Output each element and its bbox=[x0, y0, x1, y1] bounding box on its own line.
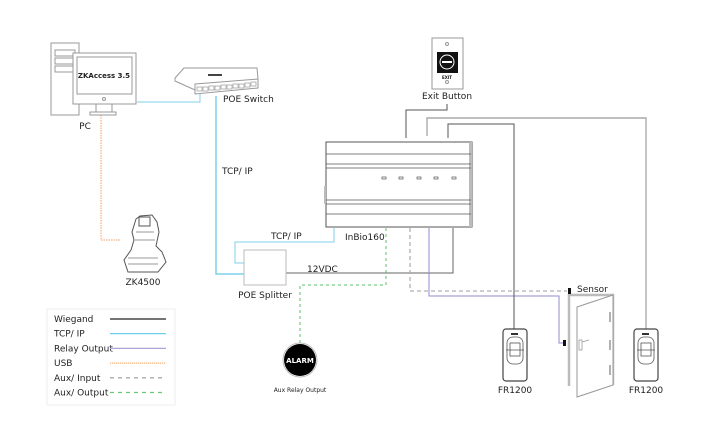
tcp-line-splitter-controller bbox=[234, 228, 335, 264]
tcp-ip-label-2: TCP/ IP bbox=[270, 232, 302, 242]
alarm-device: ALARM bbox=[282, 342, 318, 378]
usb-line bbox=[100, 115, 121, 241]
legend-label: USB bbox=[54, 359, 72, 369]
reader-left-device bbox=[502, 328, 528, 382]
relay-output-line bbox=[428, 228, 564, 344]
legend-label: Aux/ Input bbox=[54, 374, 101, 384]
pc-device: ZKAccess 3.5 bbox=[50, 42, 137, 116]
controller-device bbox=[324, 141, 473, 228]
legend-label: Aux/ Output bbox=[54, 389, 109, 399]
legend-label: Relay Output bbox=[54, 344, 113, 354]
reader-left-label: FR1200 bbox=[498, 386, 533, 396]
legend-label: Wiegand bbox=[54, 315, 93, 325]
reader-right-label: FR1200 bbox=[629, 386, 664, 396]
exit-plate-text: EXIT bbox=[442, 75, 452, 80]
pc-screen-text: ZKAccess 3.5 bbox=[78, 72, 130, 80]
exit-button-label: Exit Button bbox=[422, 92, 472, 102]
door-device bbox=[563, 288, 615, 398]
sensor-label: Sensor bbox=[577, 285, 608, 295]
exit-button-device: EXIT bbox=[431, 37, 464, 90]
poe-splitter-label: POE Splitter bbox=[238, 291, 292, 301]
door-lock-icon bbox=[563, 340, 566, 346]
controller-label: InBio160 bbox=[345, 233, 385, 243]
poe-switch-label: POE Switch bbox=[223, 95, 274, 105]
aux-input-line bbox=[409, 228, 567, 292]
zk4500-device bbox=[123, 214, 167, 273]
tcp-ip-label-1: TCP/ IP bbox=[221, 167, 253, 177]
reader-right-device bbox=[633, 328, 659, 382]
wiegand-line-left bbox=[447, 123, 515, 329]
tcp-line-pc-switch bbox=[137, 94, 201, 103]
pc-label: PC bbox=[79, 122, 91, 132]
power-label: 12VDC bbox=[307, 265, 338, 275]
zk4500-label: ZK4500 bbox=[126, 278, 161, 288]
power-line bbox=[286, 228, 454, 274]
sensor-icon bbox=[568, 288, 571, 294]
exit-button-line bbox=[405, 104, 448, 138]
alarm-badge-text: ALARM bbox=[286, 357, 314, 365]
wiegand-line-right bbox=[426, 117, 647, 329]
legend-label: TCP/ IP bbox=[53, 330, 85, 340]
alarm-label: Aux Relay Output bbox=[274, 387, 327, 394]
tcp-line-switch-splitter bbox=[215, 96, 244, 275]
aux-output-line bbox=[299, 228, 387, 345]
poe-switch-device bbox=[174, 67, 259, 95]
poe-splitter-device bbox=[243, 249, 287, 286]
